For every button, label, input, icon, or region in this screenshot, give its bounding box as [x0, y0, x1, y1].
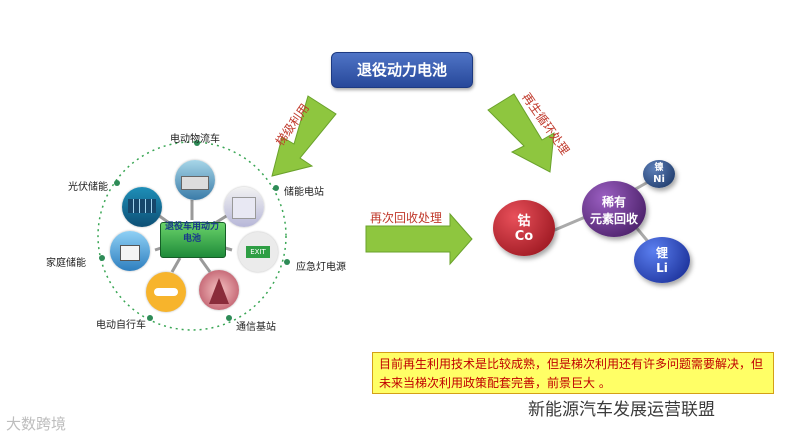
- cobalt-ball: 钴 Co: [493, 200, 555, 256]
- lithium-ball: 锂 Li: [634, 237, 690, 283]
- logistics-truck-icon: [175, 160, 215, 200]
- nickel-symbol: Ni: [653, 174, 665, 185]
- nickel-ball: 镍 Ni: [643, 160, 675, 188]
- lithium-name: 锂: [655, 246, 668, 260]
- node-dot: [147, 315, 153, 321]
- summary-note: 目前再生利用技术是比较成熟，但是梯次利用还有许多问题需要解决，但未来当梯次利用政…: [372, 352, 774, 394]
- node-dot: [273, 185, 279, 191]
- rare-line2: 元素回收: [589, 212, 638, 226]
- node-label-storage-station: 储能电站: [284, 187, 324, 198]
- battery-pack-icon: [160, 222, 226, 258]
- home-storage-icon: [110, 231, 150, 271]
- watermark-right: 新能源汽车发展运营联盟: [528, 400, 715, 420]
- cycle-ring: [97, 141, 287, 331]
- node-label-ebike: 电动自行车: [96, 320, 146, 331]
- node-label-emergency: 应急灯电源: [296, 262, 346, 273]
- e-bike-icon: [146, 272, 186, 312]
- cycle-center-label: 退役车用动力电池: [164, 222, 219, 244]
- node-dot: [284, 259, 290, 265]
- recollect-arrow: [365, 212, 473, 266]
- retired-battery-title: 退役动力电池: [331, 52, 473, 88]
- node-label-home: 家庭储能: [46, 258, 86, 269]
- cobalt-name: 钴: [517, 214, 531, 229]
- cobalt-symbol: Co: [514, 229, 534, 244]
- telecom-tower-icon: [199, 270, 239, 310]
- emergency-light-icon: EXIT: [238, 232, 278, 272]
- node-dot: [194, 140, 200, 146]
- recollect-label: 再次回收处理: [370, 211, 443, 225]
- watermark-left: 大数跨境: [6, 415, 67, 433]
- node-dot: [99, 255, 105, 261]
- nickel-name: 镍: [654, 163, 664, 173]
- node-label-solar: 光伏储能: [68, 182, 108, 193]
- node-label-telecom: 通信基站: [236, 322, 276, 333]
- rare-line1: 稀有: [601, 195, 626, 209]
- node-dot: [226, 315, 232, 321]
- node-dot: [114, 180, 120, 186]
- storage-station-icon: [224, 187, 264, 227]
- node-label-logistics: 电动物流车: [170, 134, 220, 145]
- recycle-arrow: [487, 93, 555, 173]
- lithium-symbol: Li: [656, 261, 668, 275]
- rare-element-ball: 稀有 元素回收: [582, 181, 646, 237]
- cascade-use-arrow: [271, 95, 337, 177]
- solar-storage-icon: [122, 187, 162, 227]
